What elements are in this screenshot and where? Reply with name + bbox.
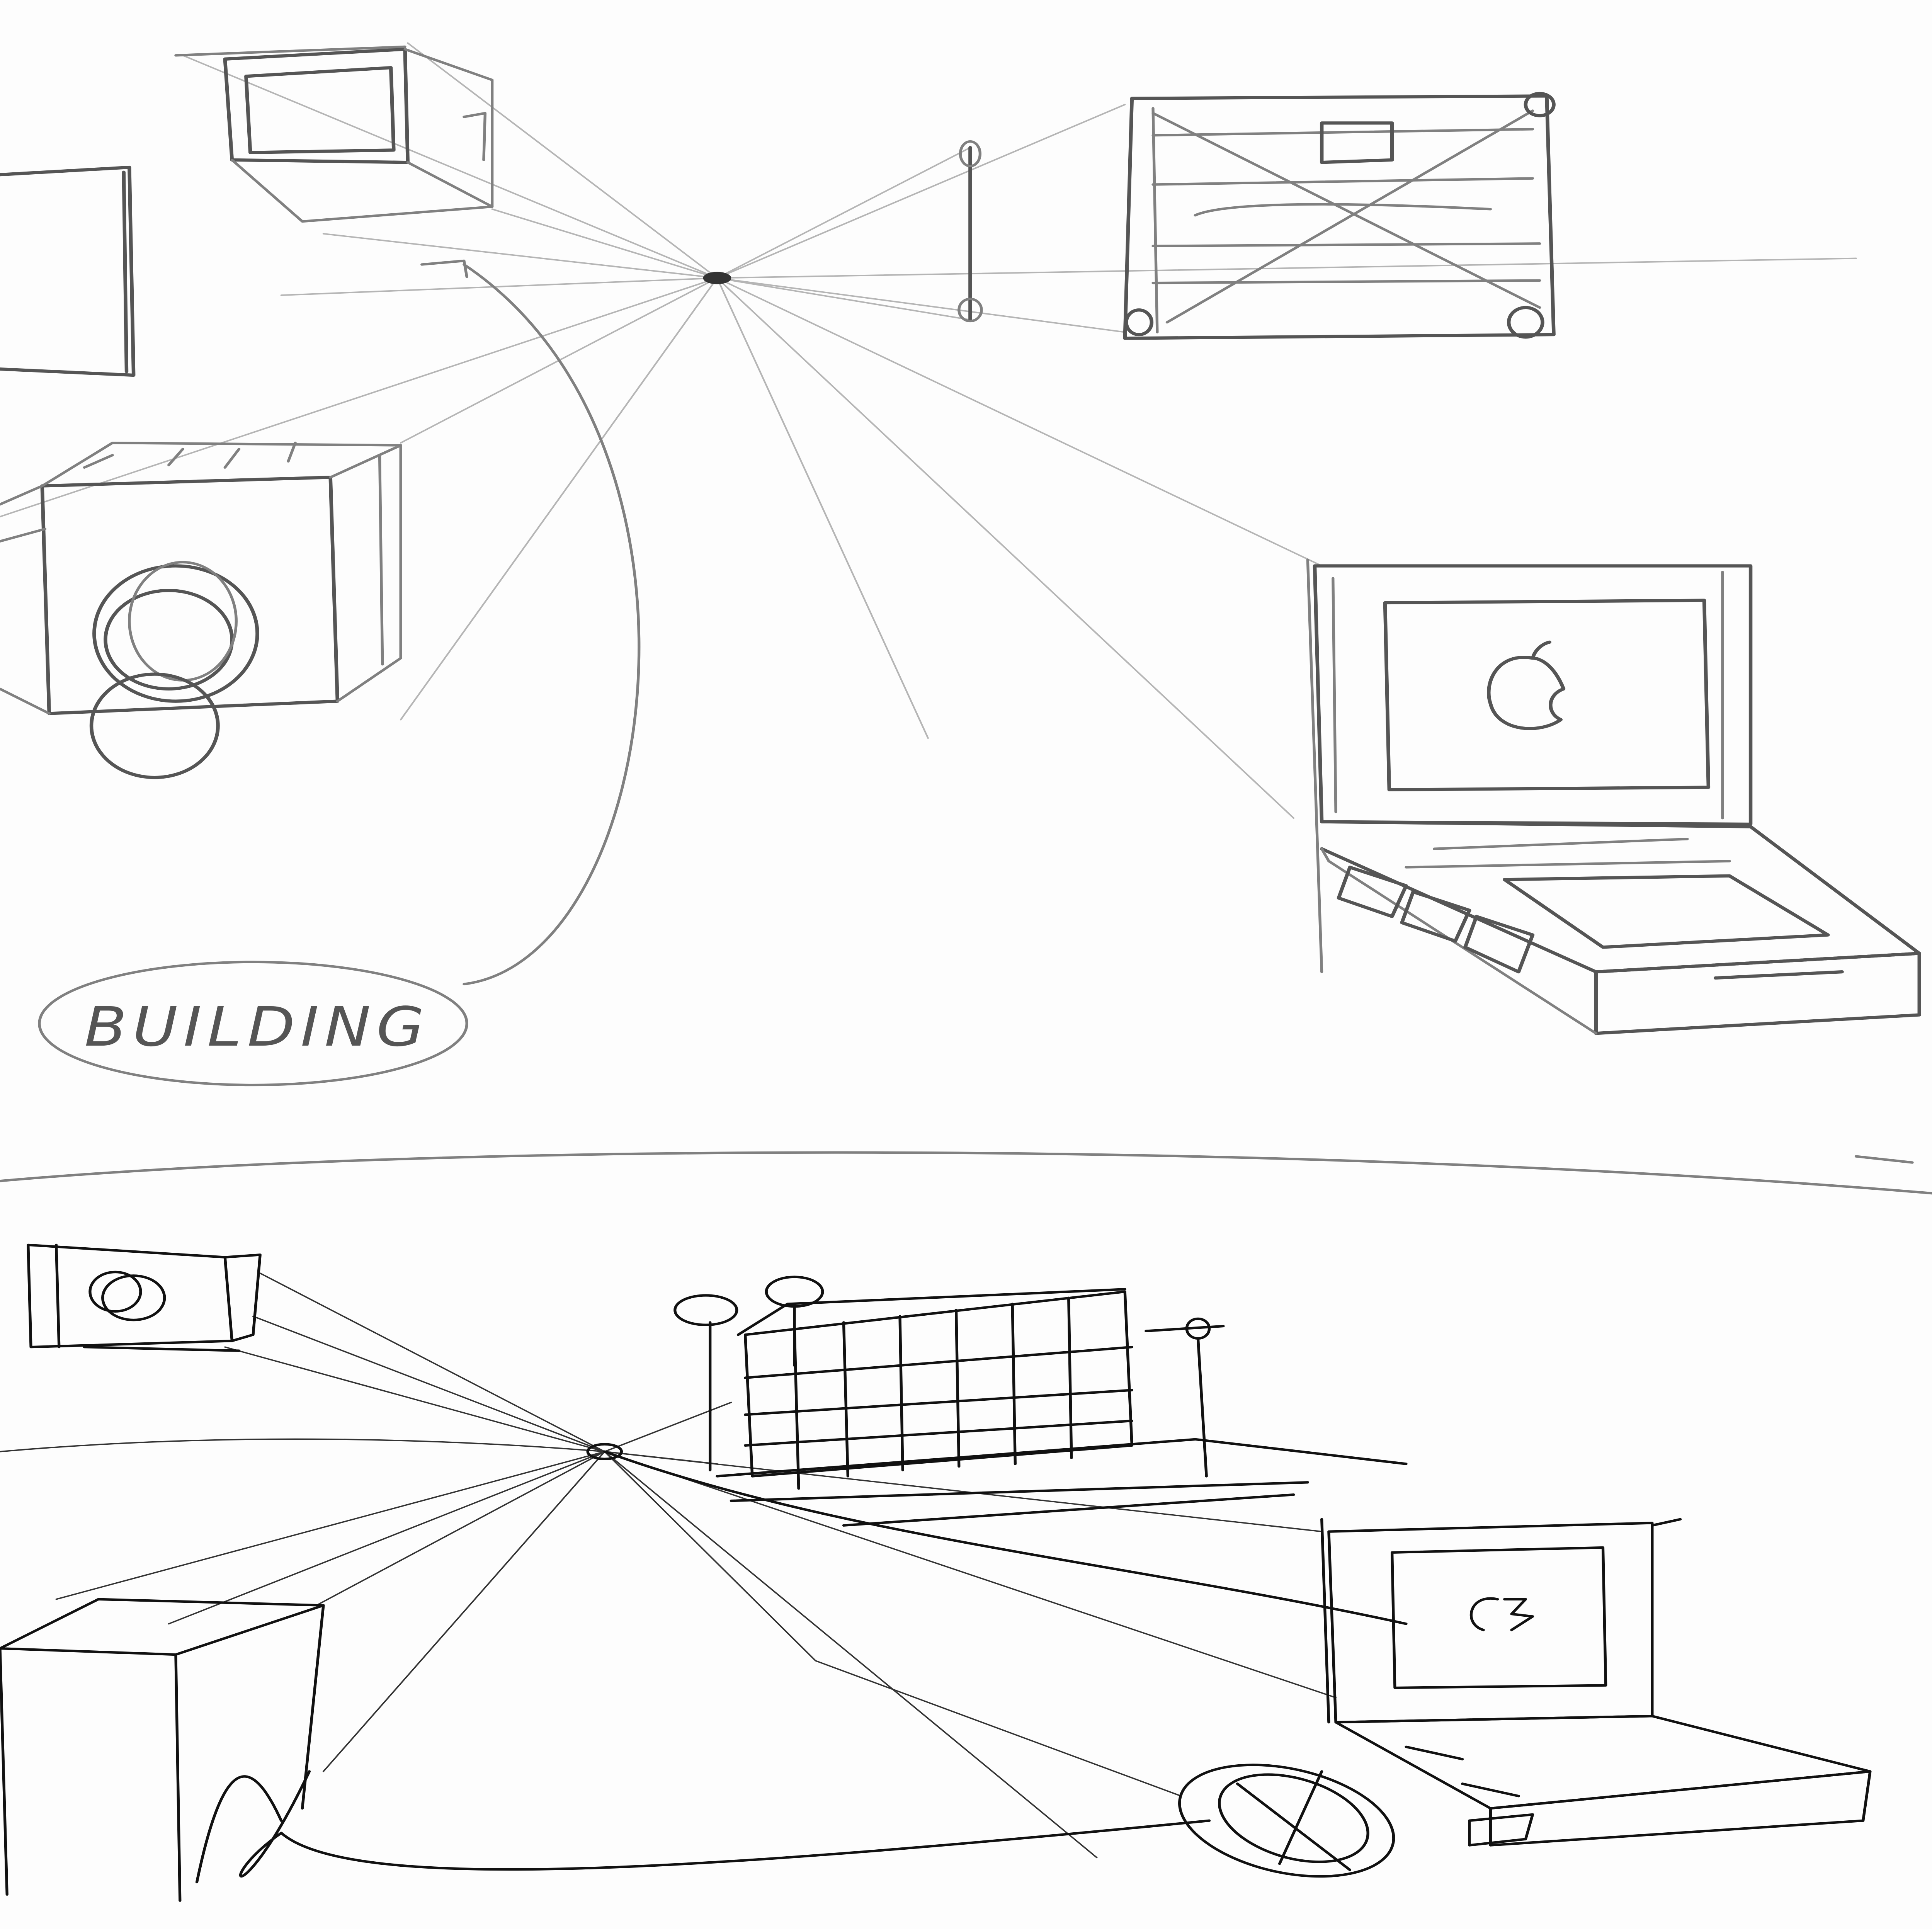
banner-shape [957,92,1556,340]
page-fold-line [0,1151,1932,1195]
ink-laptop-shape [1320,1518,1872,1847]
ink-building-shape [673,1276,1408,1527]
camera-shape [0,441,402,779]
ink-camera-shape [27,1243,262,1352]
ink-mouse-shape [1178,1764,1395,1878]
vanishing-point [703,272,731,284]
ink-logo-icon [1469,1597,1534,1631]
building-label: BUILDING [38,961,468,1087]
ink-box-shape [0,1598,325,1902]
ink-vanishing-point [586,1443,623,1461]
left-frame-shape [0,165,136,377]
laptop-shape [1306,558,1921,1035]
building-label-text: BUILDING [84,996,430,1059]
apple-logo-icon [1487,640,1566,730]
lamp-post-icon [1145,1317,1225,1478]
label-leader-line [463,263,641,986]
ink-perspective-lines [0,1272,1408,1878]
ink-sketch [0,1243,1872,1902]
box-shape [174,45,494,223]
pencil-sketch: BUILDING [0,42,1932,1195]
tree-icon [673,1276,824,1471]
